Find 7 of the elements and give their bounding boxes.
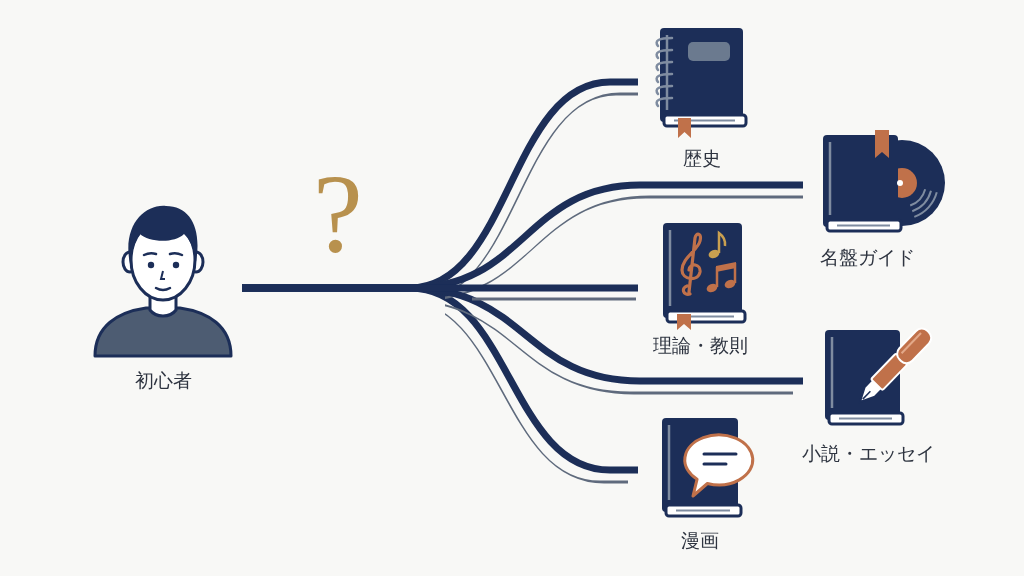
node-label: 理論・教則 [652, 333, 748, 357]
node-label: 名盤ガイド [819, 245, 915, 269]
node-label: 漫画 [681, 528, 719, 552]
node-label: 小説・エッセイ [801, 441, 935, 465]
question-mark: ? [313, 157, 363, 269]
node-label: 初心者 [134, 368, 192, 392]
node-label: 歴史 [683, 146, 721, 170]
